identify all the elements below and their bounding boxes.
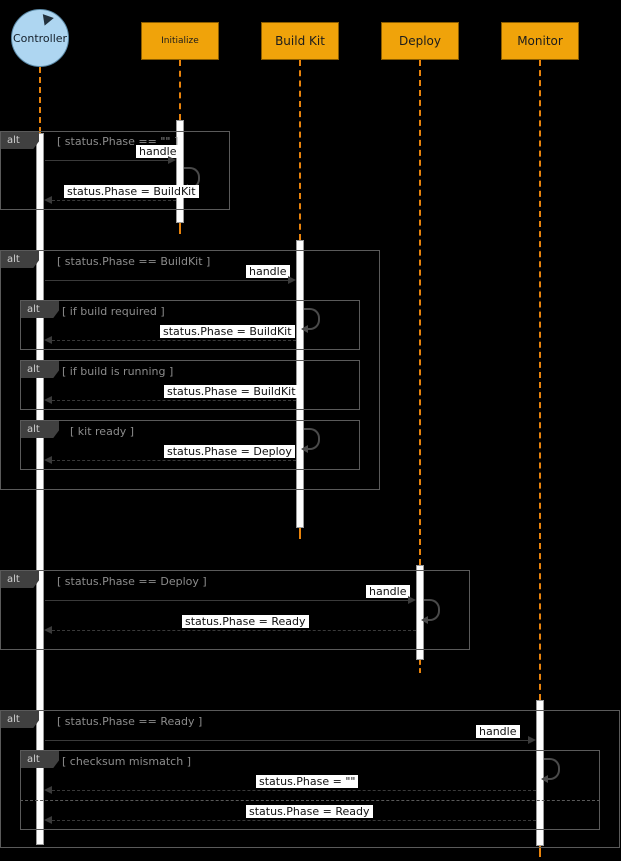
message-label-build-running: status.Phase = BuildKit [164,385,299,398]
arrowhead-icon [44,196,52,204]
alt-frame-init-operator: alt [1,132,39,149]
message-arrow-checksum-else [52,820,536,821]
participant-build-kit: Build Kit [261,22,339,60]
lifeline-monitor-top [539,60,541,700]
alt-frame-monitor [0,710,620,848]
arrowhead-icon [44,456,52,464]
participant-initialize-label: Initialize [161,36,199,46]
message-label-return-deploy: status.Phase = Ready [182,615,309,628]
lifeline-build-kit-top [299,60,301,240]
alt-frame-monitor-guard: [ status.Phase == Ready ] [57,715,203,728]
control-stereotype-icon [38,10,54,26]
message-arrow-build-required [52,340,296,341]
alt-frame-init-guard: [ status.Phase == "" ] [57,135,179,148]
alt-frame-deploy-operator: alt [1,571,39,588]
arrowhead-icon [44,396,52,404]
activation-deploy [416,565,424,660]
arrowhead-icon [44,786,52,794]
alt-frame-build-running-operator: alt [21,361,59,378]
message-arrow-return-init [52,200,176,201]
alt-frame-buildkit-guard: [ status.Phase == BuildKit ] [57,255,211,268]
message-label-handle-deploy: handle [366,585,410,598]
activation-initialize [176,120,184,223]
message-label-handle-initialize: handle [136,145,180,158]
alt-frame-kit-ready-guard: [ kit ready ] [70,425,135,438]
message-label-build-required: status.Phase = BuildKit [160,325,295,338]
message-arrow-return-deploy [52,630,416,631]
alt-frame-checksum-operator: alt [21,751,59,768]
message-label-checksum-mismatch: status.Phase = "" [256,775,359,788]
alt-frame-init [0,131,230,210]
alt-frame-build-running [20,360,360,410]
actor-controller: Controller [11,9,69,67]
alt-frame-buildkit [0,250,380,490]
message-label-handle-buildkit: handle [246,265,290,278]
lifeline-deploy-top [419,60,421,565]
participant-monitor-label: Monitor [517,34,563,48]
alt-frame-kit-ready-operator: alt [21,421,59,438]
alt-frame-buildkit-operator: alt [1,251,39,268]
alt-frame-kit-ready [20,420,360,470]
alt-frame-monitor-operator: alt [1,711,39,728]
message-label-kit-ready: status.Phase = Deploy [164,445,295,458]
message-arrow-build-running [52,400,296,401]
message-arrow-handle-initialize [45,160,168,161]
activation-build-kit [296,240,304,528]
alt-frame-deploy [0,570,470,650]
lifeline-build-kit-bottom [299,528,301,539]
arrowhead-icon [168,156,176,164]
message-label-handle-monitor: handle [476,725,520,738]
alt-else-divider [20,800,600,801]
alt-frame-build-required [20,300,360,350]
lifeline-deploy-bottom [419,660,421,673]
message-arrow-checksum-mismatch [52,790,536,791]
alt-frame-build-required-operator: alt [21,301,59,318]
participant-monitor: Monitor [501,22,579,60]
self-message-loop-deploy [421,599,440,624]
lifeline-initialize-top [179,60,181,120]
message-arrow-kit-ready [52,460,296,461]
message-label-return-init: status.Phase = BuildKit [64,185,199,198]
participant-build-kit-label: Build Kit [275,34,325,48]
lifeline-initialize-bottom [179,223,181,234]
arrowhead-icon [288,276,296,284]
actor-controller-label: Controller [12,31,68,45]
alt-frame-build-required-guard: [ if build required ] [62,305,165,318]
lifeline-controller [39,67,41,133]
arrowhead-icon [44,816,52,824]
arrowhead-icon [408,596,416,604]
alt-frame-checksum-guard: [ checksum mismatch ] [62,755,191,768]
alt-frame-deploy-guard: [ status.Phase == Deploy ] [57,575,207,588]
arrowhead-icon [44,336,52,344]
message-arrow-handle-buildkit [45,280,288,281]
participant-deploy: Deploy [381,22,459,60]
activation-monitor [536,700,544,846]
message-label-checksum-else: status.Phase = Ready [246,805,373,818]
arrowhead-icon [44,626,52,634]
message-arrow-handle-monitor [45,740,528,741]
participant-deploy-label: Deploy [398,34,442,48]
arrowhead-icon [528,736,536,744]
self-message-loop-monitor [541,758,560,783]
alt-frame-build-running-guard: [ if build is running ] [62,365,174,378]
self-message-loop-build-required [301,308,320,333]
lifeline-monitor-bottom [539,846,541,857]
participant-initialize: Initialize [141,22,219,60]
message-arrow-handle-deploy [45,600,408,601]
alt-frame-checksum [20,750,600,830]
self-message-loop-kit-ready [301,428,320,453]
